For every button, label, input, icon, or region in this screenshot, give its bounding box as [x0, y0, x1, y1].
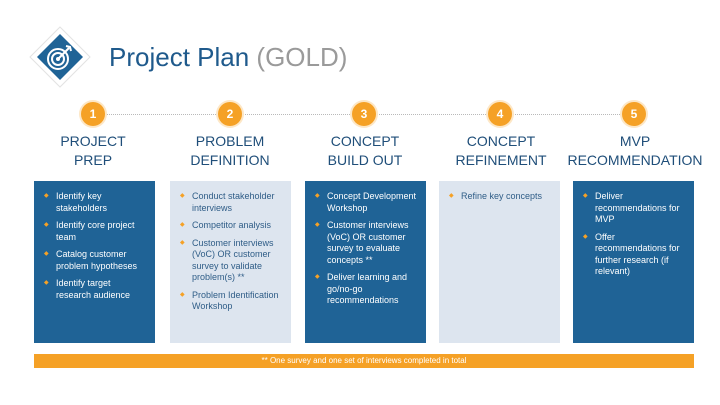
step-3-title-line2: BUILD OUT [327, 152, 403, 168]
step-4-item: Refine key concepts [449, 191, 552, 203]
step-1-title: PROJECT PREP [23, 132, 163, 170]
step-2-number: 2 [218, 102, 242, 126]
step-5-item: Deliver recommendations for MVP [583, 191, 686, 226]
step-4-title-line2: REFINEMENT [455, 152, 547, 168]
step-3-box: Concept Development Workshop Customer in… [305, 181, 426, 343]
step-1-title-line2: PREP [73, 152, 113, 168]
step-1-item: Identify key stakeholders [44, 191, 147, 214]
page-title: Project Plan (GOLD) [109, 42, 347, 73]
title-main: Project Plan [109, 42, 250, 72]
step-5-title-line2: RECOMMENDATION [567, 152, 703, 168]
step-3-item: Concept Development Workshop [315, 191, 418, 214]
step-2-item: Competitor analysis [180, 220, 283, 232]
target-icon [29, 26, 91, 88]
step-3-number: 3 [352, 102, 376, 126]
step-5-item: Offer recommendations for further resear… [583, 232, 686, 278]
title-suffix: (GOLD) [256, 42, 348, 72]
footnote-banner: ** One survey and one set of interviews … [34, 354, 694, 368]
step-5-title-line1: MVP [619, 133, 651, 149]
step-1-box: Identify key stakeholders Identify core … [34, 181, 155, 343]
step-5-box: Deliver recommendations for MVP Offer re… [573, 181, 694, 343]
step-2-item: Customer interviews (VoC) OR customer su… [180, 238, 283, 284]
step-4-title-line1: CONCEPT [466, 133, 536, 149]
step-3-item: Customer interviews (VoC) OR customer su… [315, 220, 418, 266]
step-3-title-line1: CONCEPT [330, 133, 400, 149]
step-5-title: MVP RECOMMENDATION [565, 132, 705, 170]
logo [28, 25, 92, 89]
step-2-title: PROBLEM DEFINITION [160, 132, 300, 170]
step-1-title-line1: PROJECT [60, 133, 126, 149]
step-2-box: Conduct stakeholder interviews Competito… [170, 181, 291, 343]
step-2-title-line1: PROBLEM [195, 133, 265, 149]
step-4-number: 4 [488, 102, 512, 126]
step-1-number: 1 [81, 102, 105, 126]
step-3-title: CONCEPT BUILD OUT [295, 132, 435, 170]
step-4-title: CONCEPT REFINEMENT [431, 132, 571, 170]
step-1-item: Identify target research audience [44, 278, 147, 301]
step-2-item: Problem Identification Workshop [180, 290, 283, 313]
step-5-number: 5 [622, 102, 646, 126]
step-3-item: Deliver learning and go/no-go recommenda… [315, 272, 418, 307]
step-4-box: Refine key concepts [439, 181, 560, 343]
step-1-item: Identify core project team [44, 220, 147, 243]
step-2-title-line2: DEFINITION [190, 152, 270, 168]
step-2-item: Conduct stakeholder interviews [180, 191, 283, 214]
step-1-item: Catalog customer problem hypotheses [44, 249, 147, 272]
